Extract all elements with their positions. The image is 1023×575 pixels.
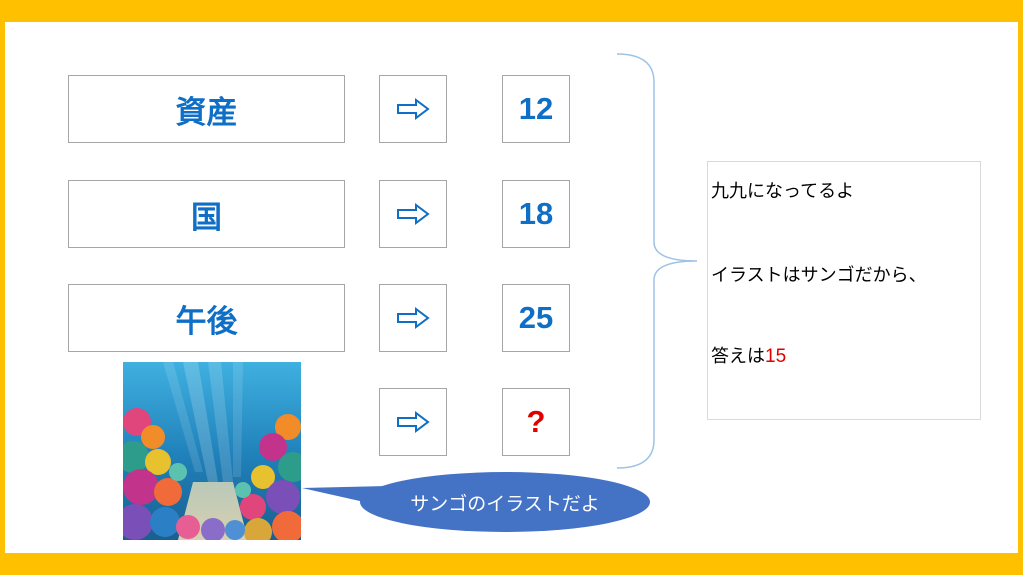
right-arrow-icon [397, 307, 430, 329]
word-box-2: 国 [68, 180, 345, 248]
number-text-1: 12 [518, 91, 554, 126]
word-text-3: 午後 [175, 303, 238, 340]
word-box-1: 資産 [68, 75, 345, 143]
number-text-2: 18 [518, 196, 554, 231]
arrow-box-4 [379, 388, 447, 456]
word-text-1: 資産 [175, 94, 238, 131]
note-line-2: イラストはサンゴだから、 [711, 265, 927, 286]
note-line-1: 九九になってるよ [711, 181, 855, 202]
note-answer-prefix: 答えは [711, 346, 765, 367]
speech-callout [302, 472, 650, 532]
number-box-1: 12 [502, 75, 570, 143]
right-arrow-icon [397, 98, 430, 120]
word-text-2: 国 [191, 199, 222, 236]
right-brace-icon [616, 53, 698, 469]
number-box-3: 25 [502, 284, 570, 352]
right-arrow-icon [397, 203, 430, 225]
note-answer-value: 15 [765, 346, 787, 367]
question-mark-text: ? [526, 404, 546, 439]
number-box-2: 18 [502, 180, 570, 248]
word-box-3: 午後 [68, 284, 345, 352]
arrow-box-3 [379, 284, 447, 352]
right-arrow-icon [397, 411, 430, 433]
callout-label: サンゴのイラストだよ [410, 492, 600, 515]
note-line-3: 答えは15 [711, 342, 786, 368]
coral-reef-icon [123, 362, 301, 540]
arrow-box-1 [379, 75, 447, 143]
arrow-box-2 [379, 180, 447, 248]
number-text-3: 25 [518, 300, 554, 335]
number-box-4: ? [502, 388, 570, 456]
explanation-box: 九九になってるよ イラストはサンゴだから、 答えは15 [707, 161, 981, 420]
